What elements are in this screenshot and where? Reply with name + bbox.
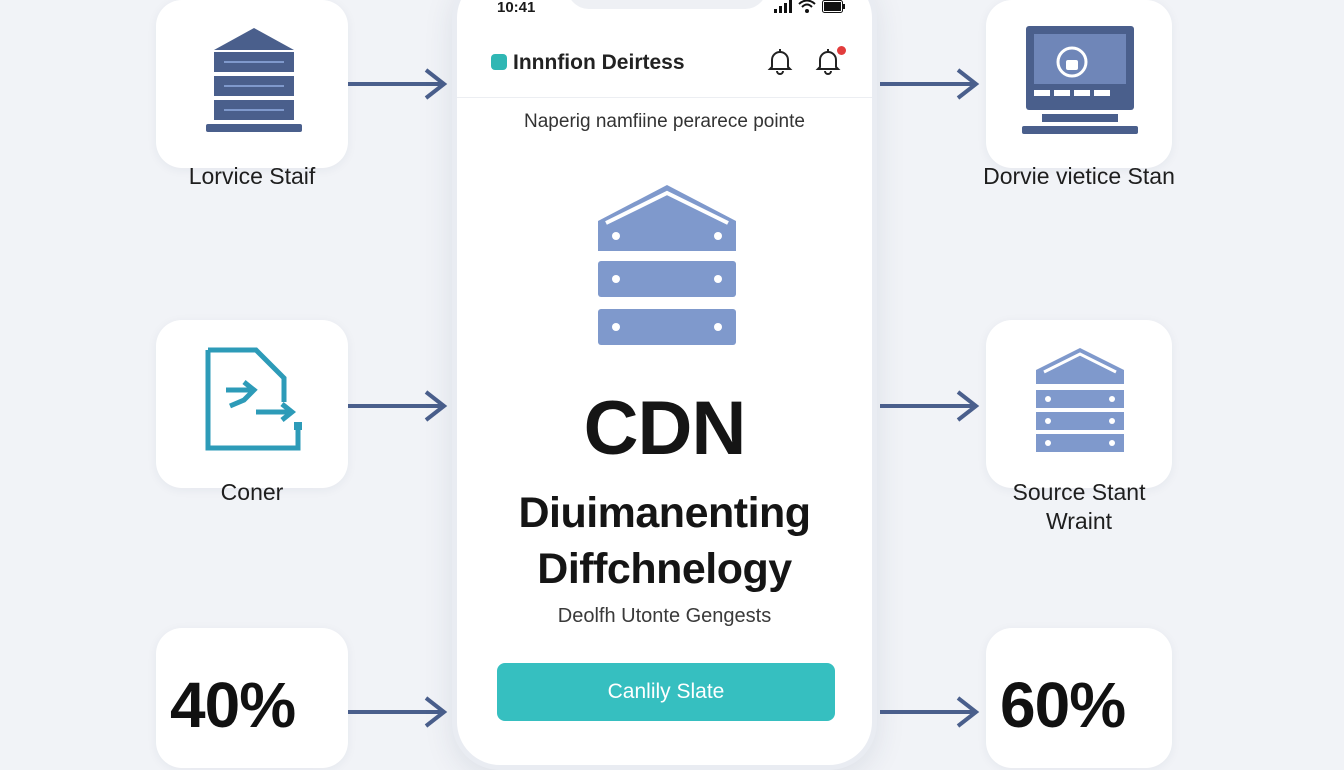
card-label-wraint: Wraint [1045,508,1113,534]
headline-line-1: Diuimanenting [518,489,811,537]
status-time: 10:41 [497,0,536,16]
status-icons [774,0,846,13]
server-rack-icon [206,28,302,132]
bell-icon[interactable] [767,47,793,75]
card-label-coner: Coner [220,479,284,505]
arrow-right-icon [348,390,448,422]
arrow-right-icon [880,68,980,100]
card-left-middle[interactable] [156,320,348,488]
card-label-dorvie-vietice-stan: Dorvie vietice Stan [983,163,1175,189]
app-header: Innnfion Deirtess [457,46,872,98]
percent-40: 40% [170,669,296,741]
arrow-right-icon [880,696,980,728]
notification-badge [837,46,846,55]
battery-icon [822,0,845,13]
phone-mockup: 10:41 Innnfion Deirtess [452,0,877,770]
cta-button[interactable]: Canlily Slate [497,663,835,721]
app-title: Innnfion Deirtess [513,51,685,74]
notification-bell-icon[interactable] [815,47,841,75]
percent-60: 60% [1000,669,1126,741]
monitor-lock-icon [1022,26,1138,134]
document-export-icon [205,347,302,451]
arrow-right-icon [348,696,448,728]
card-right-top[interactable] [986,0,1172,168]
big-title: CDN [583,386,747,471]
signal-icon [774,0,792,13]
subtitle-line: Naperig namfiine perarece pointe [524,111,805,132]
card-left-bottom[interactable] [156,628,348,768]
card-right-middle[interactable] [986,320,1172,488]
arrow-right-icon [348,68,448,100]
card-right-bottom[interactable] [986,628,1172,768]
card-label-lorvice-staif: Lorvice Staif [188,163,316,189]
server-stack-icon [598,185,736,345]
headline-line-2: Diffchnelogy [537,545,792,593]
app-logo-icon [491,54,507,70]
phone-notch [567,0,767,9]
caption: Deolfh Utonte Gengests [557,605,772,627]
server-rack-icon [1036,348,1124,452]
wifi-icon [798,0,816,13]
arrow-right-icon [880,390,980,422]
card-label-source-stant: Source Stant [1012,479,1146,505]
card-left-top[interactable] [156,0,348,168]
